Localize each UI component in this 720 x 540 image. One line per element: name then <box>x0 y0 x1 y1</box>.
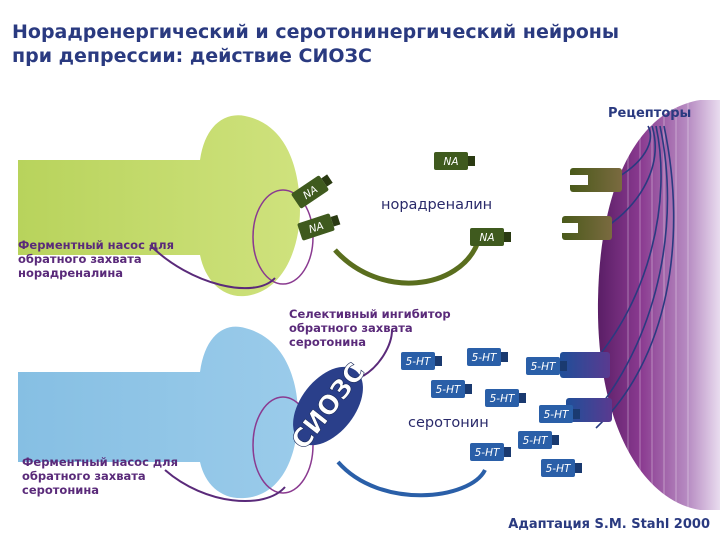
ht-molecule-6: 5-HT <box>539 405 580 423</box>
ht-molecule-7-label: 5-HT <box>475 447 501 459</box>
ne-pump-pointer <box>149 244 276 290</box>
ht-molecule-1-label: 5-HT <box>406 356 432 368</box>
na-molecule-3: NA <box>297 213 341 241</box>
na-molecule-1-label: NA <box>443 156 458 168</box>
na-molecule-4-label: NA <box>479 232 494 244</box>
ht-molecule-8-label: 5-HT <box>523 435 549 447</box>
noradrenaline-label: норадреналин <box>381 197 493 213</box>
ht-molecule-2: 5-HT <box>467 348 508 366</box>
page-title: Норадренергический и серотонинергический… <box>12 20 692 68</box>
na-molecule-2: NA <box>291 174 333 209</box>
na-molecule-4: NA <box>470 228 511 246</box>
title-line-2: при депрессии: действие СИОЗС <box>12 45 372 67</box>
sert-pump-label-line-2: обратного захвата <box>22 469 146 483</box>
receptor-5ht-1 <box>560 352 610 378</box>
ht-molecule-5-label: 5-HT <box>531 361 557 373</box>
ht-molecule-6-label: 5-HT <box>544 409 570 421</box>
ht-molecule-1: 5-HT <box>401 352 442 370</box>
ne-pump-label: Ферментный насос для обратного захвата н… <box>18 238 174 280</box>
ssri-pointer <box>362 329 393 377</box>
ht-molecule-7: 5-HT <box>470 443 511 461</box>
serotonin-arc <box>336 460 487 498</box>
receptor-na-1 <box>570 168 622 192</box>
ssri-label-line-1: Селективный ингибитор <box>289 307 451 321</box>
ssri-label-line-2: обратного захвата <box>289 321 413 335</box>
ht-molecule-9: 5-HT <box>541 459 582 477</box>
ht-molecule-3: 5-HT <box>431 380 472 398</box>
ne-pump-label-line-3: норадреналина <box>18 266 124 280</box>
ssri-label-line-3: серотонина <box>289 335 367 349</box>
serotonergic-neuron <box>18 326 298 499</box>
sert-pump-label-line-3: серотонина <box>22 483 100 497</box>
sert-pump-label: Ферментный насос для обратного захвата с… <box>22 455 178 497</box>
title-line-1: Норадренергический и серотонинергический… <box>12 21 620 43</box>
receptor-na-2 <box>562 216 612 240</box>
noradrenaline-arc <box>333 241 481 286</box>
ssri-label: Селективный ингибитор обратного захвата … <box>289 307 451 349</box>
receptors-label: Рецепторы <box>608 106 692 121</box>
credit-label: Адаптация S.M. Stahl 2000 <box>508 517 710 532</box>
ht-molecule-5: 5-HT <box>526 357 567 375</box>
ht-molecule-8: 5-HT <box>518 431 559 449</box>
ht-molecule-2-label: 5-HT <box>472 352 498 364</box>
ht-molecule-9-label: 5-HT <box>546 463 572 475</box>
receptor-lines <box>589 125 675 429</box>
na-molecule-3-label: NA <box>307 220 325 236</box>
ht-molecule-3-label: 5-HT <box>436 384 462 396</box>
sert-pump-label-line-1: Ферментный насос для <box>22 455 178 469</box>
postsynaptic-neuron <box>597 100 720 510</box>
ne-pump-label-line-1: Ферментный насос для <box>18 238 174 252</box>
sert-pump-pointer <box>164 469 286 503</box>
ne-pump-label-line-2: обратного захвата <box>18 252 142 266</box>
na-molecule-1: NA <box>434 152 475 170</box>
noradrenergic-neuron <box>18 115 300 297</box>
ht-molecule-4: 5-HT <box>485 389 526 407</box>
ht-molecule-4-label: 5-HT <box>490 393 516 405</box>
serotonin-label: серотонин <box>408 415 489 431</box>
